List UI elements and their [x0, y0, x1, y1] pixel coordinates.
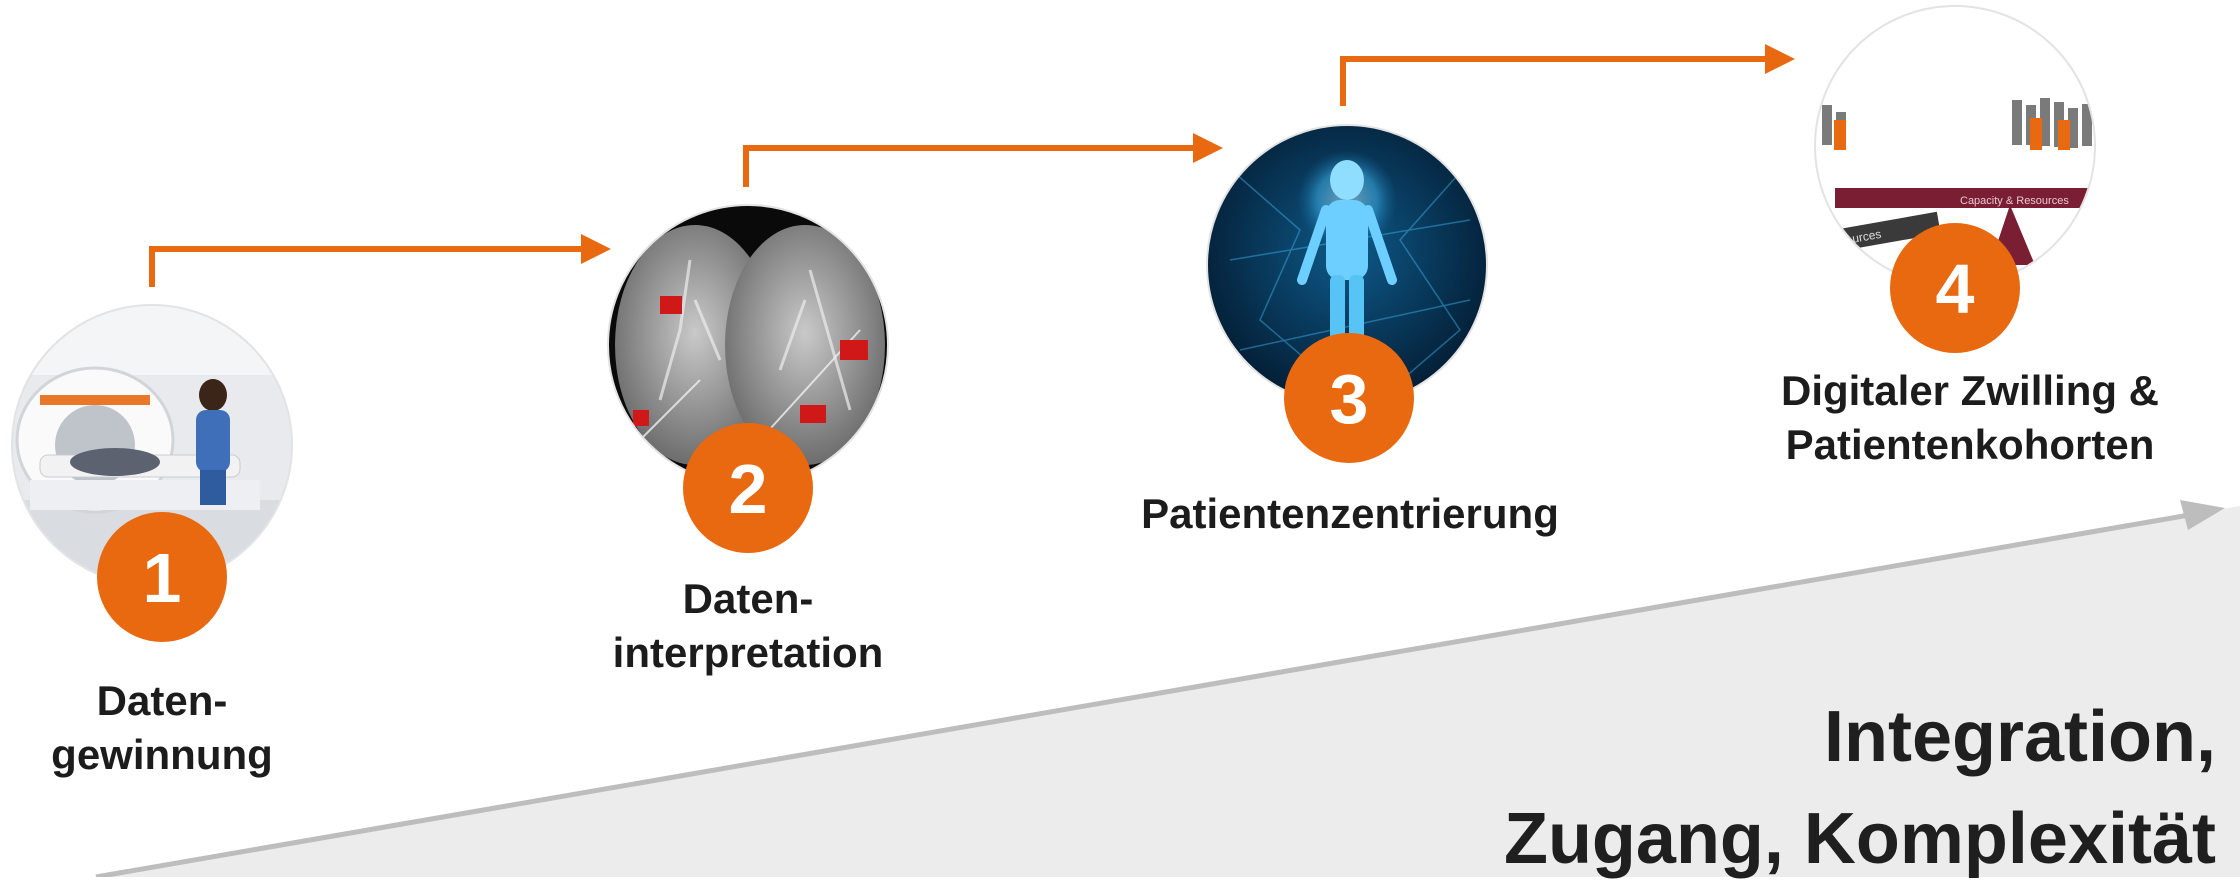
step-label-2-line-2: interpretation: [612, 629, 884, 676]
step-label-4-line-2: Patientenkohorten: [1785, 421, 2155, 468]
step-label-3-line-1: Patientenzentrierung: [1141, 490, 1559, 537]
step-label-1: Daten- gewinnung: [12, 674, 312, 782]
ramp-caption: Integration, Zugang, Komplexität: [1504, 686, 2216, 890]
step-label-1-line-2: gewinnung: [51, 731, 273, 778]
ramp-arrow-head: [2180, 500, 2225, 530]
step-label-3: Patientenzentrierung: [1080, 487, 1620, 541]
step-label-1-line-1: Daten-: [96, 677, 228, 724]
step-badge-3: 3: [1284, 333, 1414, 463]
step-label-2-line-1: Daten-: [682, 575, 814, 622]
step-badge-2: 2: [683, 423, 813, 553]
step-label-2: Daten- interpretation: [568, 572, 928, 680]
ramp-caption-line-1: Integration,: [1824, 697, 2216, 777]
step-number-4: 4: [1936, 250, 1975, 328]
step-label-4-line-1: Digitaler Zwilling &: [1780, 367, 2160, 414]
resources-bar-text: urces: [1851, 227, 1882, 246]
step-label-4: Digitaler Zwilling & Patientenkohorten: [1700, 364, 2240, 472]
step-number-3: 3: [1330, 360, 1369, 438]
step-badge-4: 4: [1890, 223, 2020, 353]
step-badge-1: 1: [97, 512, 227, 642]
step-number-2: 2: [729, 450, 768, 528]
capacity-bar-text: Capacity & Resources: [1960, 195, 2069, 207]
ramp-caption-line-2: Zugang, Komplexität: [1503, 799, 2216, 879]
connector-arrow-1-2: [149, 234, 611, 287]
capacity-bar: [1835, 188, 2095, 208]
connector-arrow-3-4: [1340, 44, 1795, 106]
complexity-ramp-edge: [95, 511, 2196, 877]
connector-arrow-2-3: [743, 133, 1223, 187]
step-number-1: 1: [143, 539, 182, 617]
